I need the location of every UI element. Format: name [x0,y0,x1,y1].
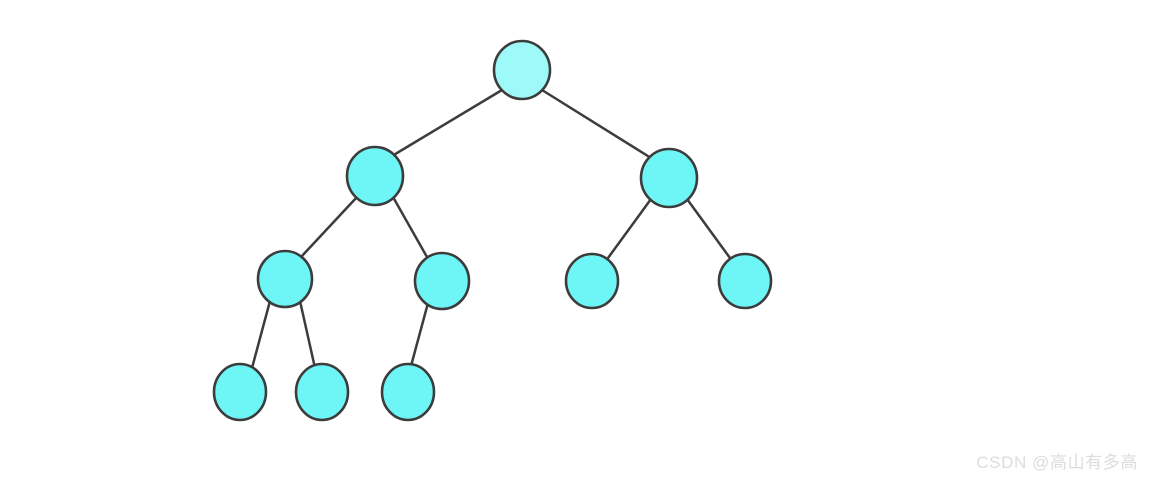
tree-node-n7[interactable] [717,252,773,310]
tree-edge-n3-n7 [685,197,732,260]
tree-edge-n5-n10 [409,301,430,368]
tree-edge-n2-n5 [391,195,429,259]
tree-node-circle[interactable] [717,252,773,310]
tree-node-circle[interactable] [212,362,268,422]
tree-node-n10[interactable] [380,362,436,422]
tree-node-circle[interactable] [294,362,350,422]
tree-node-circle[interactable] [345,145,405,207]
tree-edge-layer [250,88,732,370]
tree-node-circle[interactable] [564,252,620,310]
tree-node-circle[interactable] [256,249,314,309]
tree-edge-n2-n4 [299,195,359,259]
tree-node-n1[interactable] [492,39,552,101]
tree-node-n6[interactable] [564,252,620,310]
tree-node-circle[interactable] [492,39,552,101]
tree-edge-n4-n8 [250,299,272,370]
tree-node-circle[interactable] [380,362,436,422]
tree-edge-n3-n6 [606,197,653,260]
tree-node-n2[interactable] [345,145,405,207]
watermark-text: CSDN @高山有多高 [976,453,1138,472]
tree-edge-n1-n2 [390,88,504,158]
tree-node-n5[interactable] [413,251,471,311]
tree-node-circle[interactable] [639,147,699,209]
tree-node-n9[interactable] [294,362,350,422]
tree-edge-n1-n3 [540,88,653,160]
tree-node-layer [212,39,773,422]
tree-node-n3[interactable] [639,147,699,209]
tree-node-n4[interactable] [256,249,314,309]
tree-node-circle[interactable] [413,251,471,311]
tree-node-n8[interactable] [212,362,268,422]
tree-edge-n4-n9 [298,299,317,370]
